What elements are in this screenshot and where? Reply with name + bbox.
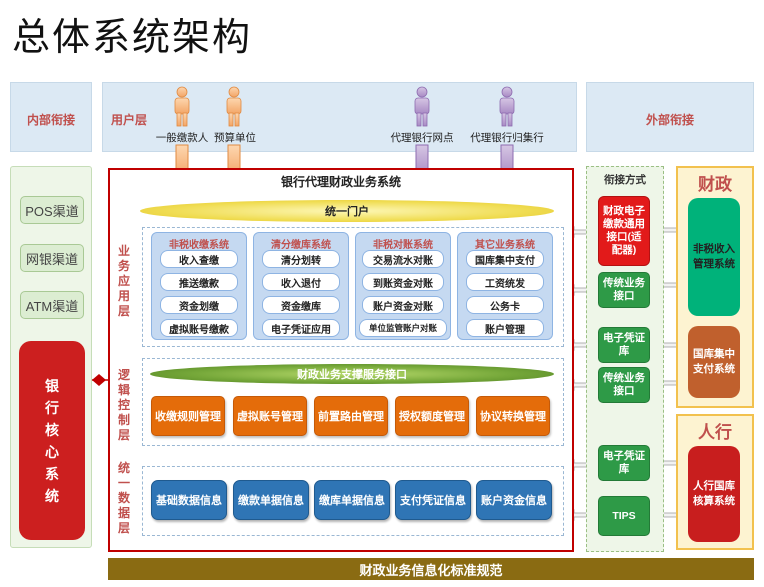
- service-item[interactable]: 清分划转: [262, 250, 340, 268]
- person-icon-budget-unit: [226, 86, 242, 127]
- service-item[interactable]: 单位监管账户对账: [359, 319, 447, 337]
- data-item[interactable]: 基础数据信息: [151, 480, 227, 520]
- logic-layer-label: 逻辑控制层: [117, 368, 130, 442]
- page-title: 总体系统架构: [12, 15, 253, 59]
- main-system-title: 银行代理财政业务系统: [280, 175, 401, 189]
- external-connection-band: 外部衔接: [586, 82, 754, 152]
- logic-item[interactable]: 协议转换管理: [476, 396, 550, 436]
- group-title: 非税收缴系统: [169, 240, 229, 251]
- ebank-channel[interactable]: 网银渠道: [20, 244, 84, 272]
- group-other-business: 其它业务系统 国库集中支付 工资统发 公务卡 账户管理: [457, 232, 553, 340]
- service-item[interactable]: 资金划缴: [160, 296, 238, 314]
- service-item[interactable]: 到账资金对账: [362, 273, 444, 291]
- external-connection-label: 外部衔接: [645, 113, 694, 127]
- data-item[interactable]: 缴库单据信息: [314, 480, 390, 520]
- data-item[interactable]: 缴款单据信息: [233, 480, 309, 520]
- user-label-bank-branch: 代理银行网点: [390, 132, 454, 144]
- business-layer-label: 业务应用层: [117, 244, 130, 318]
- logic-item[interactable]: 虚拟账号管理: [233, 396, 307, 436]
- person-icon-payer: [174, 86, 190, 127]
- nontax-revenue-system[interactable]: 非税收入管理系统: [688, 198, 740, 316]
- service-item[interactable]: 收入查缴: [160, 250, 238, 268]
- internal-connection-label: 内部衔接: [26, 113, 75, 127]
- atm-channel[interactable]: ATM渠道: [20, 291, 84, 319]
- treasury-payment-system[interactable]: 国库集中支付系统: [688, 326, 740, 398]
- group-title: 其它业务系统: [475, 240, 535, 251]
- finance-service-interface[interactable]: 财政业务支撑服务接口: [150, 364, 554, 384]
- data-item[interactable]: 支付凭证信息: [395, 480, 471, 520]
- group-title: 非税对账系统: [373, 240, 433, 251]
- internal-connection-band: 内部衔接: [10, 82, 92, 152]
- service-item[interactable]: 工资统发: [466, 273, 544, 291]
- finance-title: 财政: [698, 175, 732, 194]
- logic-item[interactable]: 授权额度管理: [395, 396, 469, 436]
- group-title: 清分缴库系统: [271, 240, 331, 251]
- pos-channel[interactable]: POS渠道: [20, 196, 84, 224]
- e-voucher-library-1[interactable]: 电子凭证库: [598, 327, 650, 363]
- service-item[interactable]: 推送缴款: [160, 273, 238, 291]
- service-item[interactable]: 账户管理: [466, 319, 544, 337]
- logic-layer-box: [142, 358, 564, 446]
- standards-footer: 财政业务信息化标准规范: [108, 558, 754, 580]
- service-item[interactable]: 电子凭证应用: [262, 319, 340, 337]
- core-connector-diamond: [92, 374, 106, 386]
- group-nontax-collection: 非税收缴系统 收入查缴 推送缴款 资金划缴 虚拟账号缴款: [151, 232, 247, 340]
- business-layer-box: [142, 227, 564, 347]
- logic-item[interactable]: 收缴规则管理: [151, 396, 225, 436]
- service-item[interactable]: 交易流水对账: [362, 250, 444, 268]
- traditional-interface-1[interactable]: 传统业务接口: [598, 272, 650, 308]
- service-item[interactable]: 公务卡: [466, 296, 544, 314]
- service-item[interactable]: 资金缴库: [262, 296, 340, 314]
- service-item[interactable]: 收入退付: [262, 273, 340, 291]
- e-voucher-library-2[interactable]: 电子凭证库: [598, 445, 650, 481]
- finance-payment-adapter[interactable]: 财政电子缴款通用接口(适配器): [598, 196, 650, 266]
- service-item[interactable]: 国库集中支付: [466, 250, 544, 268]
- logic-item[interactable]: 前置路由管理: [314, 396, 388, 436]
- tips-interface[interactable]: TIPS: [598, 496, 650, 536]
- user-label-budget-unit: 预算单位: [214, 132, 256, 144]
- pboc-treasury-system[interactable]: 人行国库核算系统: [688, 446, 740, 542]
- user-layer-label: 用户层: [111, 113, 148, 127]
- data-item[interactable]: 账户资金信息: [476, 480, 552, 520]
- person-icon-bank-collector: [499, 86, 515, 127]
- service-item[interactable]: 账户资金对账: [362, 296, 444, 314]
- user-label-payer: 一般缴款人: [155, 132, 209, 144]
- data-layer-label: 统一数据层: [117, 461, 130, 535]
- bank-core-system[interactable]: 银行核心系统: [19, 341, 85, 540]
- group-nontax-reconciliation: 非税对账系统 交易流水对账 到账资金对账 账户资金对账 单位监管账户对账: [355, 232, 451, 340]
- person-icon-bank-branch: [414, 86, 430, 127]
- data-layer-box: [142, 466, 564, 536]
- pboc-title: 人行: [698, 423, 732, 442]
- user-label-bank-collector: 代理银行归集行: [470, 132, 544, 144]
- unified-portal[interactable]: 统一门户: [140, 200, 554, 222]
- group-clearing-treasury: 清分缴库系统 清分划转 收入退付 资金缴库 电子凭证应用: [253, 232, 349, 340]
- interfaces-title: 衔接方式: [604, 174, 646, 186]
- service-item[interactable]: 虚拟账号缴款: [160, 319, 238, 337]
- traditional-interface-2[interactable]: 传统业务接口: [598, 367, 650, 403]
